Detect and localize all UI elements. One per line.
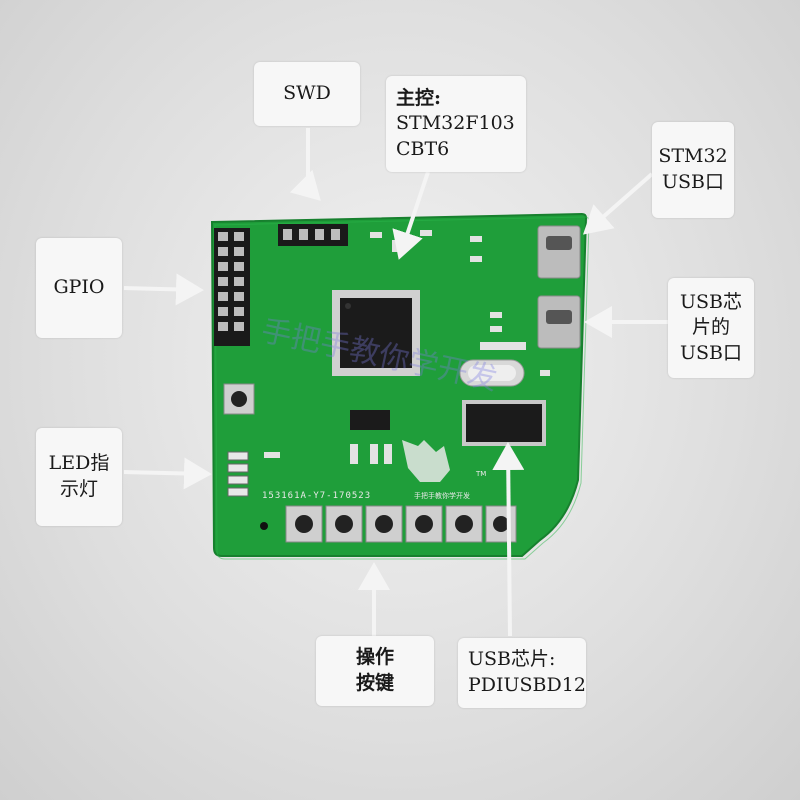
operation-buttons [285,505,517,543]
led-indicators [227,451,249,497]
label-usbchip-port: USB芯 片的 USB口 [668,278,754,378]
mounting-hole [260,522,268,530]
swd-header [278,224,348,246]
regulator-chip [350,410,390,430]
usbchip-usb-port [537,295,581,349]
label-gpio: GPIO [36,238,122,338]
tm-mark: TM [475,470,486,478]
arrow-swd [289,128,321,201]
reset-button [223,383,255,415]
pcb-board [210,212,588,557]
arrow-mcu [392,171,430,260]
arrow-stm32-usb [582,172,654,235]
stm32-usb-port [537,225,581,279]
crystal [459,359,525,387]
arrow-usbchip [492,442,525,637]
label-usbchip: USB芯片: PDIUSBD12 [458,638,586,708]
callout-arrows [123,128,668,637]
arrow-led [123,457,212,490]
silkscreen-brand: 手把手教你学开发 [414,491,470,500]
label-swd: SWD [254,62,360,126]
label-mcu: 主控: STM32F103 CBT6 [386,76,526,172]
arrow-gpio [123,273,204,306]
label-keys: 操作 按键 [316,636,434,706]
label-stm32-usb: STM32 USB口 [652,122,734,218]
gpio-header [214,228,250,346]
logo-hand [402,440,450,482]
mcu-chip [332,290,420,376]
label-led: LED指 示灯 [36,428,122,526]
usb-chip [462,400,546,446]
silkscreen-serial: 153161A-Y7-170523 [262,491,371,501]
